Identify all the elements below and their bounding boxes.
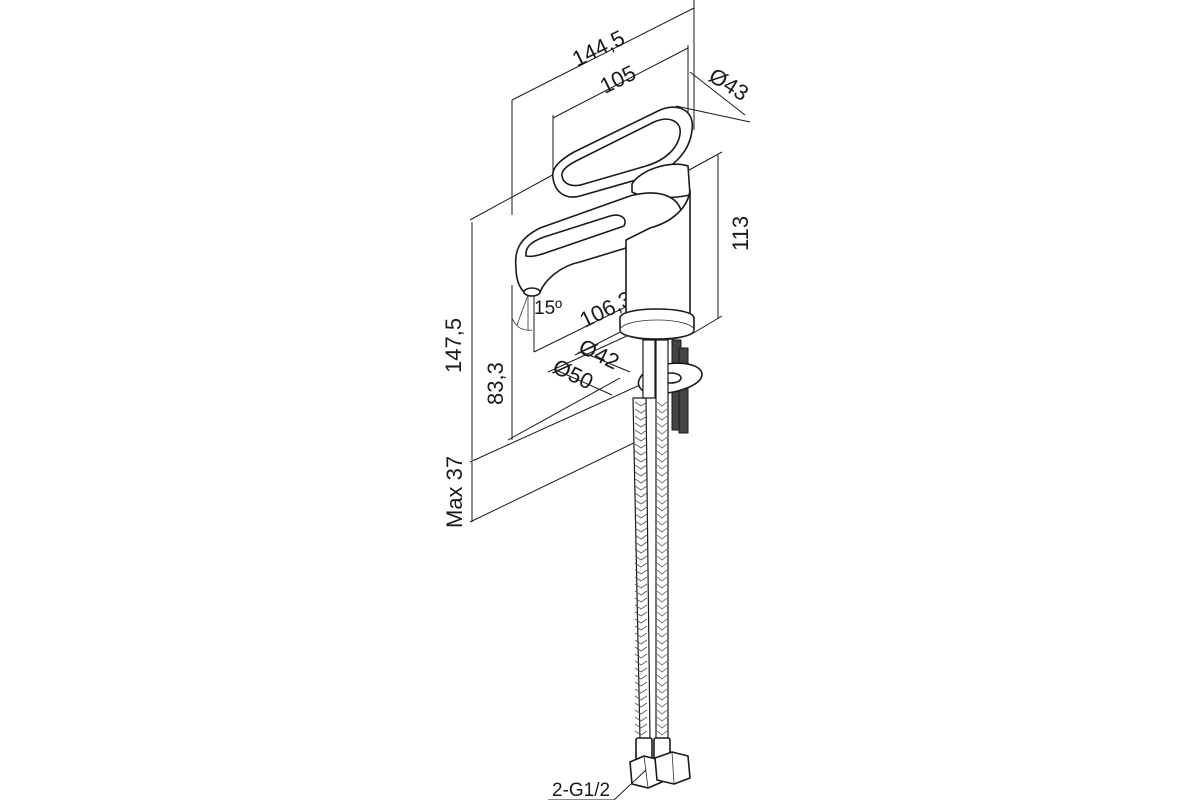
dimension-spout-angle: 15º: [511, 294, 562, 331]
callout-connection: 2-G1/2: [548, 769, 647, 800]
label-connection: 2-G1/2: [552, 780, 610, 800]
hose-connectors: [629, 737, 691, 789]
label-max-thickness: Max 37: [442, 456, 467, 528]
dimension-body-height: 113: [679, 151, 753, 336]
hose-braid-right: [656, 401, 668, 736]
label-spout-height: 83,3: [483, 362, 508, 405]
dimension-spout-height: 83,3: [483, 285, 621, 441]
dimension-total-height: 147,5: [441, 171, 559, 460]
dimension-max-thickness: Max 37: [442, 384, 641, 528]
label-body-height: 113: [728, 216, 753, 251]
label-body-diameter: Ø43: [705, 63, 754, 106]
label-total-height: 147,5: [441, 318, 466, 373]
faucet-body: [514, 106, 695, 341]
flexible-hoses: [632, 339, 669, 741]
hose-braid-left: [634, 401, 648, 736]
label-spout-angle: 15º: [534, 298, 562, 319]
